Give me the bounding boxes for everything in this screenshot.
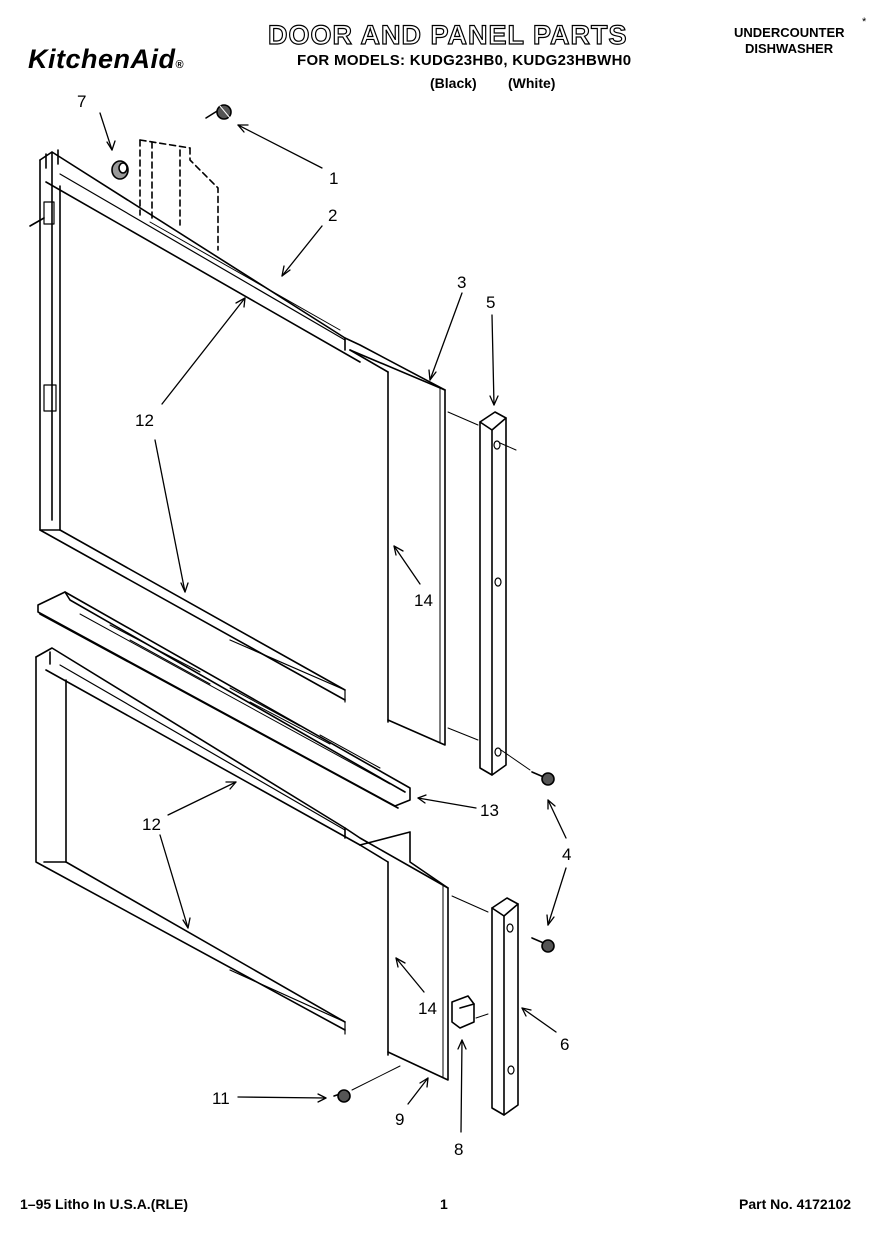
page-title: DOOR AND PANEL PARTS (267, 19, 628, 50)
category-line-1: UNDERCOUNTER (734, 25, 845, 40)
variant-white-label: (White) (508, 75, 556, 91)
brand-name: KitchenAid (28, 44, 176, 74)
callout-6: 6 (560, 1035, 569, 1054)
screw-right-upper (531, 771, 555, 786)
upper-door-panel (29, 139, 361, 703)
upper-trim-strip (447, 411, 531, 776)
leader-lines (99, 112, 567, 1133)
clip-part (451, 995, 489, 1029)
vent-strip (37, 591, 411, 809)
callout-8: 8 (454, 1140, 463, 1159)
screw-bottom (333, 1065, 401, 1103)
brand-logo: KitchenAid® (28, 44, 184, 75)
callout-12-lower: 12 (142, 815, 161, 834)
callout-14-lower: 14 (418, 999, 437, 1018)
screw-right-lower (531, 937, 555, 953)
callout-4: 4 (562, 845, 571, 864)
category-line-2: DISHWASHER (745, 41, 834, 56)
footer-litho: 1–95 Litho In U.S.A.(RLE) (20, 1196, 189, 1212)
models-line: FOR MODELS: KUDG23HB0, KUDG23HBWH0 (297, 52, 632, 69)
lower-trim-strip (451, 895, 519, 1116)
screw-top (205, 104, 232, 120)
callout-7: 7 (77, 92, 86, 111)
part-number: Part No. 4172102 (739, 1196, 852, 1212)
callout-3: 3 (457, 273, 466, 292)
star-mark: * (862, 16, 867, 28)
callout-12-upper: 12 (135, 411, 154, 430)
lower-door-panel (35, 647, 361, 1035)
variant-black-label: (Black) (430, 75, 477, 91)
bumper-top (111, 160, 129, 180)
callout-labels: 1 2 3 5 7 12 14 13 4 12 14 6 11 9 8 (77, 92, 571, 1159)
callout-1: 1 (329, 169, 338, 188)
callout-11: 11 (212, 1089, 230, 1108)
callout-2: 2 (328, 206, 337, 225)
upper-panel-insert (344, 337, 446, 746)
callout-13: 13 (480, 801, 499, 820)
callout-5: 5 (486, 293, 495, 312)
callout-9: 9 (395, 1110, 404, 1129)
callout-14-upper: 14 (414, 591, 433, 610)
page-number: 1 (440, 1196, 448, 1212)
lower-panel-insert (344, 827, 449, 1081)
registered-mark: ® (175, 59, 185, 71)
